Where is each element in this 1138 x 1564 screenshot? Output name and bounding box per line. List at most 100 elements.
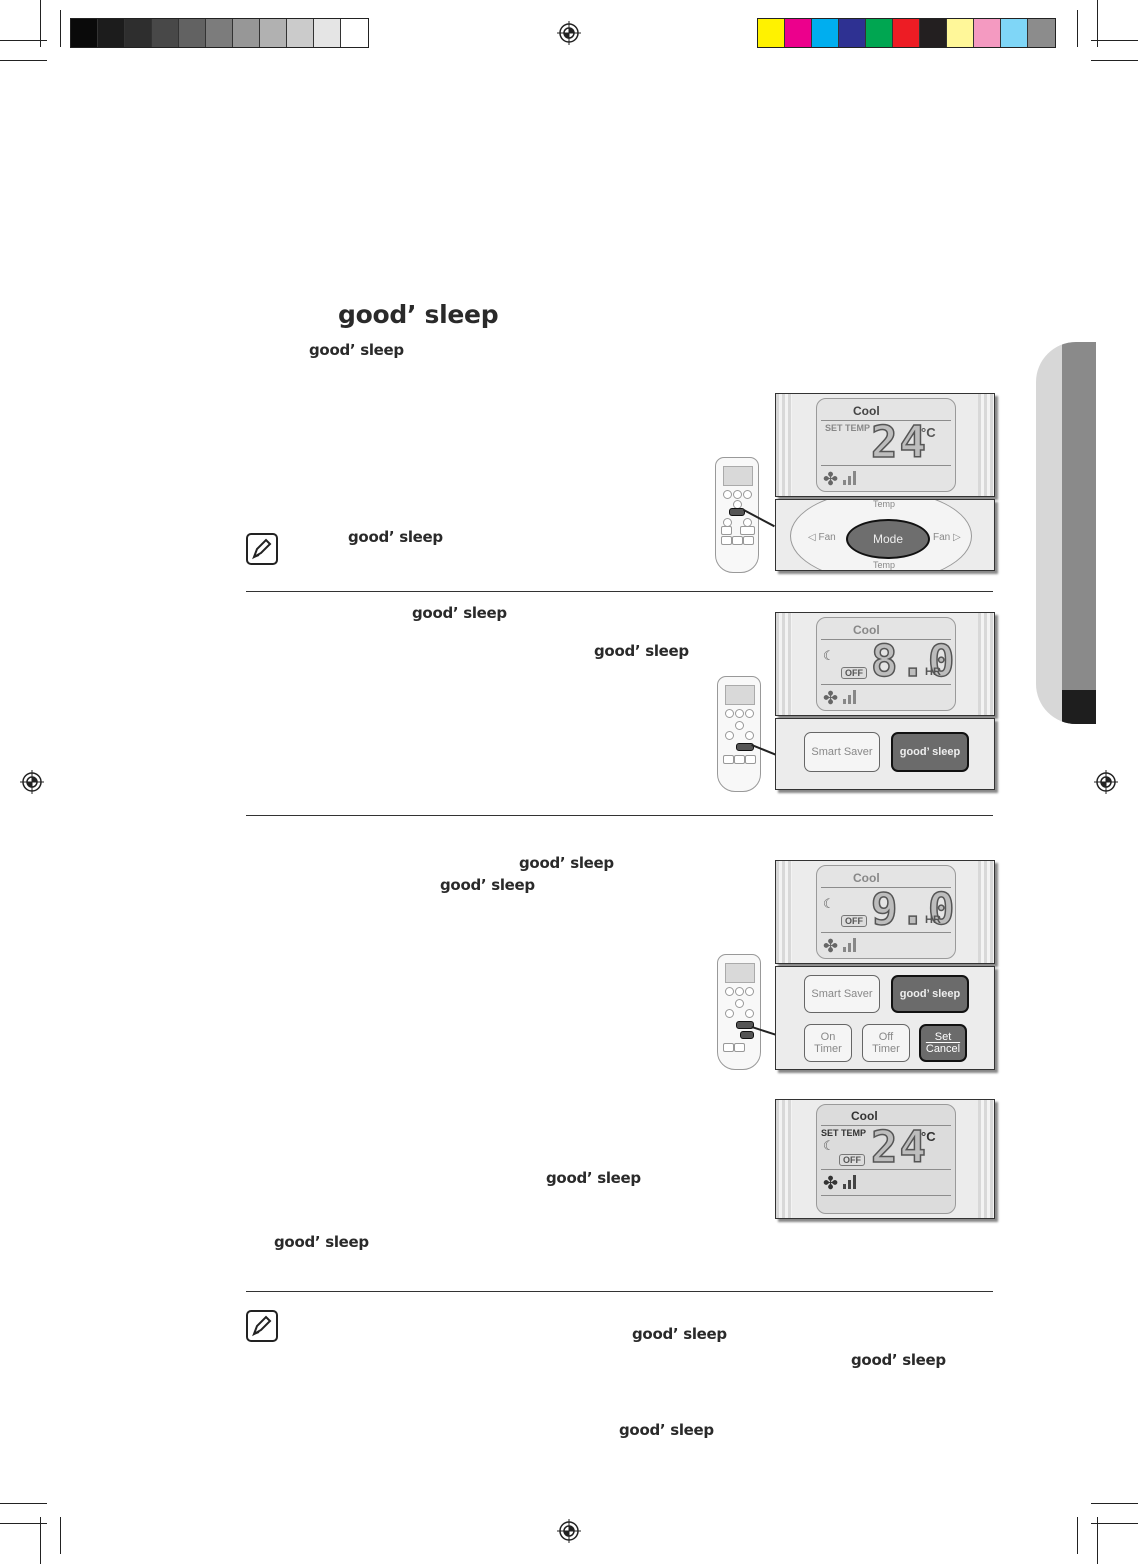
color-swatch [893, 19, 920, 47]
gray-swatch [314, 19, 341, 47]
registration-mark-icon [557, 21, 581, 45]
footer-note-label-b: good’ sleep [851, 1351, 946, 1369]
remote-control-thumbnail [717, 954, 761, 1070]
color-swatch [1028, 19, 1055, 47]
gray-swatch [152, 19, 179, 47]
color-swatch [974, 19, 1001, 47]
display-panel: Cool ☾ OFF 9.0 HR ✤ [775, 860, 995, 964]
hours-readout: 9.0 [870, 883, 957, 936]
gray-swatch-strip [70, 18, 369, 48]
section3-label-a: good’ sleep [519, 854, 614, 872]
registration-mark-icon [557, 1519, 581, 1543]
gray-swatch [287, 19, 314, 47]
temperature-unit: °C [921, 1129, 936, 1144]
temperature-readout: 24 [870, 1121, 928, 1174]
good-sleep-button-panel: Smart Saver good’ sleep [775, 718, 995, 790]
section2-label-b: good’ sleep [594, 642, 689, 660]
footer-note-label-a: good’ sleep [632, 1325, 727, 1343]
fan-icon: ✤ [823, 469, 839, 489]
fan-icon: ✤ [823, 936, 839, 956]
smart-saver-button[interactable]: Smart Saver [804, 975, 880, 1013]
section-divider [246, 1291, 993, 1292]
gray-swatch [98, 19, 125, 47]
section3-label-c: good’ sleep [546, 1169, 641, 1187]
sleep-moon-icon: ☾ [823, 1138, 835, 1153]
hours-unit: HR [925, 914, 941, 926]
lcd-screen: Cool SET TEMP 24 °C ✤ [816, 398, 956, 492]
hours-unit: HR [925, 666, 941, 678]
gray-swatch [260, 19, 287, 47]
color-swatch [758, 19, 785, 47]
display-panel: Cool SET TEMP ☾ OFF 24 °C ✤ [775, 1099, 995, 1219]
sleep-moon-icon: ☾ [823, 896, 835, 911]
hours-readout: 8.0 [870, 635, 957, 688]
section1-note-label: good’ sleep [348, 528, 443, 546]
temp-down-label: Temp [873, 560, 896, 570]
temperature-unit: °C [921, 425, 936, 440]
registration-mark-icon [1094, 770, 1118, 794]
off-timer-line1: Off [878, 1031, 894, 1043]
off-timer-line2: Timer [872, 1043, 900, 1055]
crop-mark [1077, 10, 1078, 47]
color-swatch-strip [757, 18, 1056, 48]
crop-mark [1091, 1523, 1138, 1524]
section-divider [246, 591, 993, 592]
gray-swatch [206, 19, 233, 47]
crop-mark [1091, 60, 1138, 61]
display-panel: Cool ☾ OFF 8.0 HR ✤ [775, 612, 995, 716]
crop-mark [1097, 1517, 1098, 1564]
cancel-label: Cancel [925, 1043, 961, 1055]
note-pencil-icon [246, 1310, 278, 1342]
fan-speed-bars [843, 688, 863, 704]
color-swatch [947, 19, 974, 47]
crop-mark [0, 60, 47, 61]
section2-label-a: good’ sleep [412, 604, 507, 622]
on-timer-line2: Timer [814, 1043, 842, 1055]
page-heading: good’ sleep [338, 300, 499, 329]
color-swatch [866, 19, 893, 47]
gray-swatch [179, 19, 206, 47]
good-sleep-button[interactable]: good’ sleep [891, 975, 969, 1013]
good-sleep-button[interactable]: good’ sleep [891, 732, 969, 772]
color-swatch [1001, 19, 1028, 47]
fan-left-label: ◁ Fan [808, 532, 836, 543]
fan-speed-bars [843, 936, 863, 952]
crop-mark [1091, 40, 1138, 41]
fan-icon: ✤ [823, 1173, 839, 1193]
mode-indicator: Cool [853, 871, 880, 885]
crop-mark [40, 1517, 41, 1564]
gray-swatch [71, 19, 98, 47]
fan-speed-bars [843, 469, 863, 485]
intro-label: good’ sleep [309, 341, 404, 359]
crop-mark [0, 1503, 47, 1504]
smart-saver-button[interactable]: Smart Saver [804, 732, 880, 772]
display-panel: Cool SET TEMP 24 °C ✤ [775, 393, 995, 497]
fan-right-label: Fan ▷ [933, 532, 961, 543]
set-temp-label: SET TEMP [821, 1128, 867, 1138]
footer-note-label-c: good’ sleep [619, 1421, 714, 1439]
color-swatch [920, 19, 947, 47]
section3-label-d: good’ sleep [274, 1233, 369, 1251]
remote-control-thumbnail [717, 676, 761, 792]
fan-speed-bars [843, 1173, 863, 1189]
lcd-screen: Cool ☾ OFF 8.0 HR ✤ [816, 617, 956, 711]
sleep-moon-icon: ☾ [823, 648, 835, 663]
on-timer-line1: On [820, 1031, 836, 1043]
side-tab-marker [1062, 690, 1096, 724]
chapter-side-tab [1036, 342, 1096, 724]
section-divider [246, 815, 993, 816]
fan-icon: ✤ [823, 688, 839, 708]
registration-mark-icon [20, 770, 44, 794]
gray-swatch [125, 19, 152, 47]
off-indicator: OFF [839, 1154, 865, 1166]
gray-swatch [341, 19, 368, 47]
crop-mark [1091, 1503, 1138, 1504]
crop-mark [1077, 1517, 1078, 1554]
good-sleep-button-highlight [736, 1021, 754, 1029]
crop-mark [1097, 0, 1098, 47]
mode-button[interactable]: Mode [846, 519, 930, 559]
